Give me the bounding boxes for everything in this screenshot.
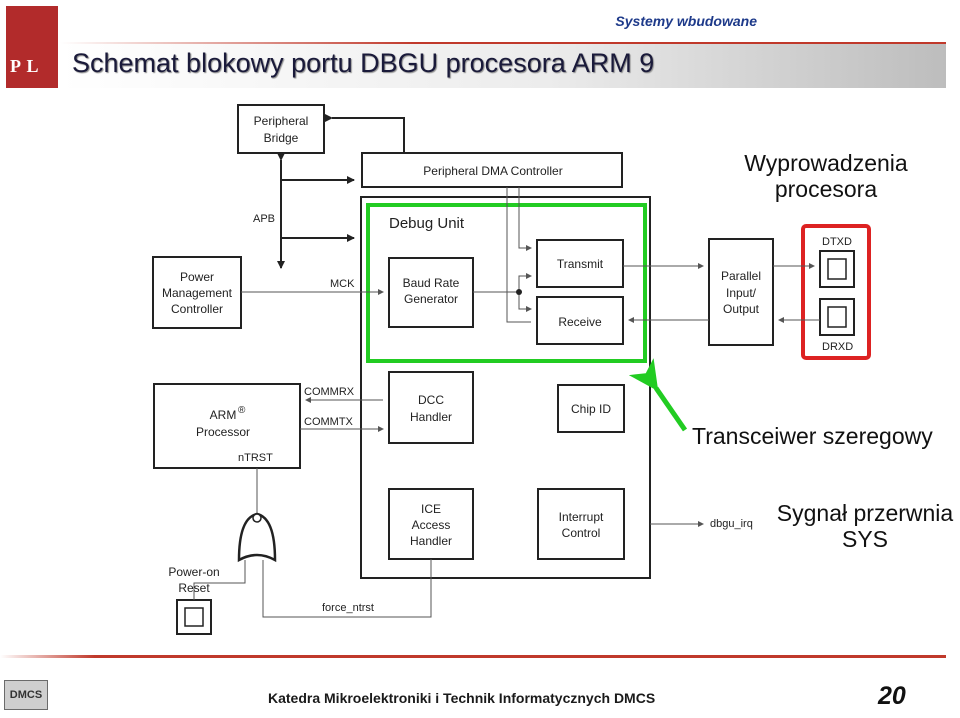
peripheral-bridge-label-2: Bridge bbox=[264, 131, 299, 145]
pdc-box bbox=[361, 152, 623, 188]
dcc-label-1: DCC bbox=[418, 393, 444, 407]
debug-unit-label: Debug Unit bbox=[389, 215, 465, 232]
ntrst-label: nTRST bbox=[238, 452, 273, 464]
page-number: 20 bbox=[878, 682, 906, 710]
dtxd-label: DTXD bbox=[822, 236, 852, 248]
interrupt-label-1: Interrupt bbox=[559, 510, 604, 524]
commtx-label: COMMTX bbox=[304, 416, 354, 428]
slide-header: P L Systemy wbudowane Schemat blokowy po… bbox=[0, 0, 960, 92]
baud-label-1: Baud Rate bbox=[403, 276, 460, 290]
pio-label-1: Parallel bbox=[721, 269, 761, 283]
dtxd-pad bbox=[819, 250, 855, 288]
pdc-to-receive bbox=[506, 187, 531, 323]
pio-label-3: Output bbox=[723, 302, 760, 316]
power-on-reset-inner bbox=[184, 607, 204, 627]
por-label-2: Reset bbox=[178, 581, 210, 595]
arm-label-2: Processor bbox=[196, 425, 250, 439]
transceiver-annotation: Transceiwer szeregowy bbox=[692, 423, 933, 449]
apb-label: APB bbox=[253, 213, 275, 225]
dmcs-logo: DMCS bbox=[4, 680, 48, 710]
baud-to-rx bbox=[518, 292, 532, 312]
irq-annotation-line-1: Sygnał przerwnia bbox=[776, 500, 954, 526]
ice-label-3: Handler bbox=[410, 534, 452, 548]
pmc-label-2: Management bbox=[162, 286, 233, 300]
chip-id-label: Chip ID bbox=[571, 402, 611, 416]
dbgu-irq-label: dbgu_irq bbox=[710, 518, 753, 530]
peripheral-bridge-label-1: Peripheral bbox=[254, 114, 309, 128]
force-ntrst-label: force_ntrst bbox=[322, 602, 374, 614]
pmc-label-3: Controller bbox=[171, 302, 223, 316]
title-bar bbox=[60, 42, 946, 88]
bridge-to-pdc bbox=[325, 114, 405, 153]
irq-annotation: Sygnał przerwnia SYS bbox=[770, 500, 960, 552]
logo-letters: P L bbox=[10, 56, 40, 76]
receive-label: Receive bbox=[558, 315, 602, 329]
commrx-label: COMMRX bbox=[304, 386, 355, 398]
por-label-1: Power-on bbox=[168, 565, 219, 579]
debug-unit-outline bbox=[360, 196, 651, 579]
transceiver-arrow bbox=[628, 358, 688, 432]
pdc-label: Peripheral DMA Controller bbox=[423, 164, 562, 178]
department-name: Katedra Mikroelektroniki i Technik Infor… bbox=[268, 690, 656, 706]
reset-gate-bubble bbox=[252, 513, 262, 523]
transmit-box bbox=[536, 239, 624, 288]
arm-label-1: ARM bbox=[210, 408, 237, 422]
receive-box bbox=[536, 296, 624, 345]
university-logo: P L bbox=[6, 6, 58, 88]
arm-registered-mark: ® bbox=[238, 405, 246, 416]
pins-highlight bbox=[801, 224, 871, 360]
power-on-reset-box bbox=[176, 599, 212, 635]
pins-annotation: Wyprowadzenia procesora bbox=[740, 150, 912, 202]
baud-junction bbox=[516, 289, 522, 295]
pio-box bbox=[708, 238, 774, 346]
ice-label-1: ICE bbox=[421, 502, 441, 516]
peripheral-bridge-box bbox=[237, 104, 325, 154]
gate-to-reset bbox=[193, 560, 246, 600]
pmc-label-1: Power bbox=[180, 270, 214, 284]
interrupt-control-box bbox=[537, 488, 625, 560]
pio-label-2: Input/ bbox=[726, 286, 757, 300]
interrupt-label-2: Control bbox=[562, 526, 601, 540]
irq-annotation-line-2: SYS bbox=[841, 526, 889, 552]
dtxd-pad-inner bbox=[827, 258, 847, 280]
pins-annotation-line-2: procesora bbox=[774, 176, 878, 202]
drxd-pad bbox=[819, 298, 855, 336]
baud-label-2: Generator bbox=[404, 292, 458, 306]
header-divider bbox=[60, 42, 946, 44]
dcc-handler-box bbox=[388, 371, 474, 444]
mck-label: MCK bbox=[330, 278, 355, 290]
pdc-to-transmit bbox=[518, 187, 532, 251]
pins-annotation-line-1: Wyprowadzenia bbox=[744, 150, 908, 176]
drxd-label: DRXD bbox=[822, 341, 853, 353]
chip-id-box bbox=[557, 384, 625, 433]
drxd-pad-inner bbox=[827, 306, 847, 328]
arm-processor-box bbox=[153, 383, 301, 469]
slide-title: Schemat blokowy portu DBGU procesora ARM… bbox=[72, 48, 655, 78]
footer-divider bbox=[0, 655, 946, 658]
force-ntrst-line bbox=[262, 559, 432, 618]
transmit-label: Transmit bbox=[557, 257, 604, 271]
ice-label-2: Access bbox=[412, 518, 451, 532]
course-subtitle: Systemy wbudowane bbox=[615, 13, 757, 29]
dcc-label-2: Handler bbox=[410, 410, 452, 424]
reset-gate bbox=[237, 512, 277, 563]
baud-to-tx bbox=[518, 273, 532, 292]
